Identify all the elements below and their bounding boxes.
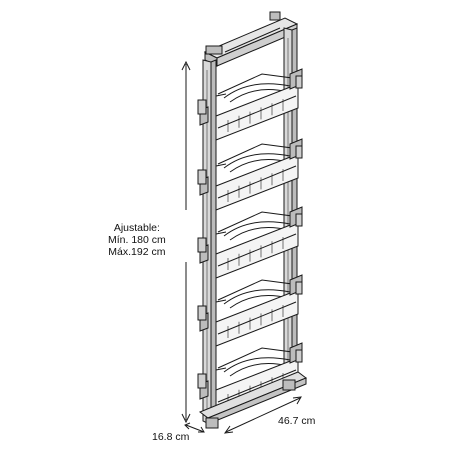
width-label: 46.7 cm bbox=[278, 415, 316, 427]
height-label: Ajustable: Mín. 180 cm Máx.192 cm bbox=[108, 222, 166, 258]
basket bbox=[197, 274, 303, 347]
height-label-min: Mín. 180 cm bbox=[108, 234, 166, 246]
top-bracket bbox=[203, 11, 299, 67]
width-dimension-line bbox=[223, 396, 302, 434]
baskets bbox=[197, 68, 303, 415]
height-label-max: Máx.192 cm bbox=[108, 246, 166, 258]
height-label-adjustable: Ajustable: bbox=[113, 222, 160, 234]
basket bbox=[197, 68, 303, 141]
depth-label: 16.8 cm bbox=[152, 431, 190, 443]
depth-dimension-line bbox=[184, 422, 205, 433]
bottom-bracket bbox=[198, 371, 308, 429]
height-dimension-line bbox=[181, 60, 191, 424]
basket bbox=[197, 138, 303, 211]
basket bbox=[197, 206, 303, 279]
